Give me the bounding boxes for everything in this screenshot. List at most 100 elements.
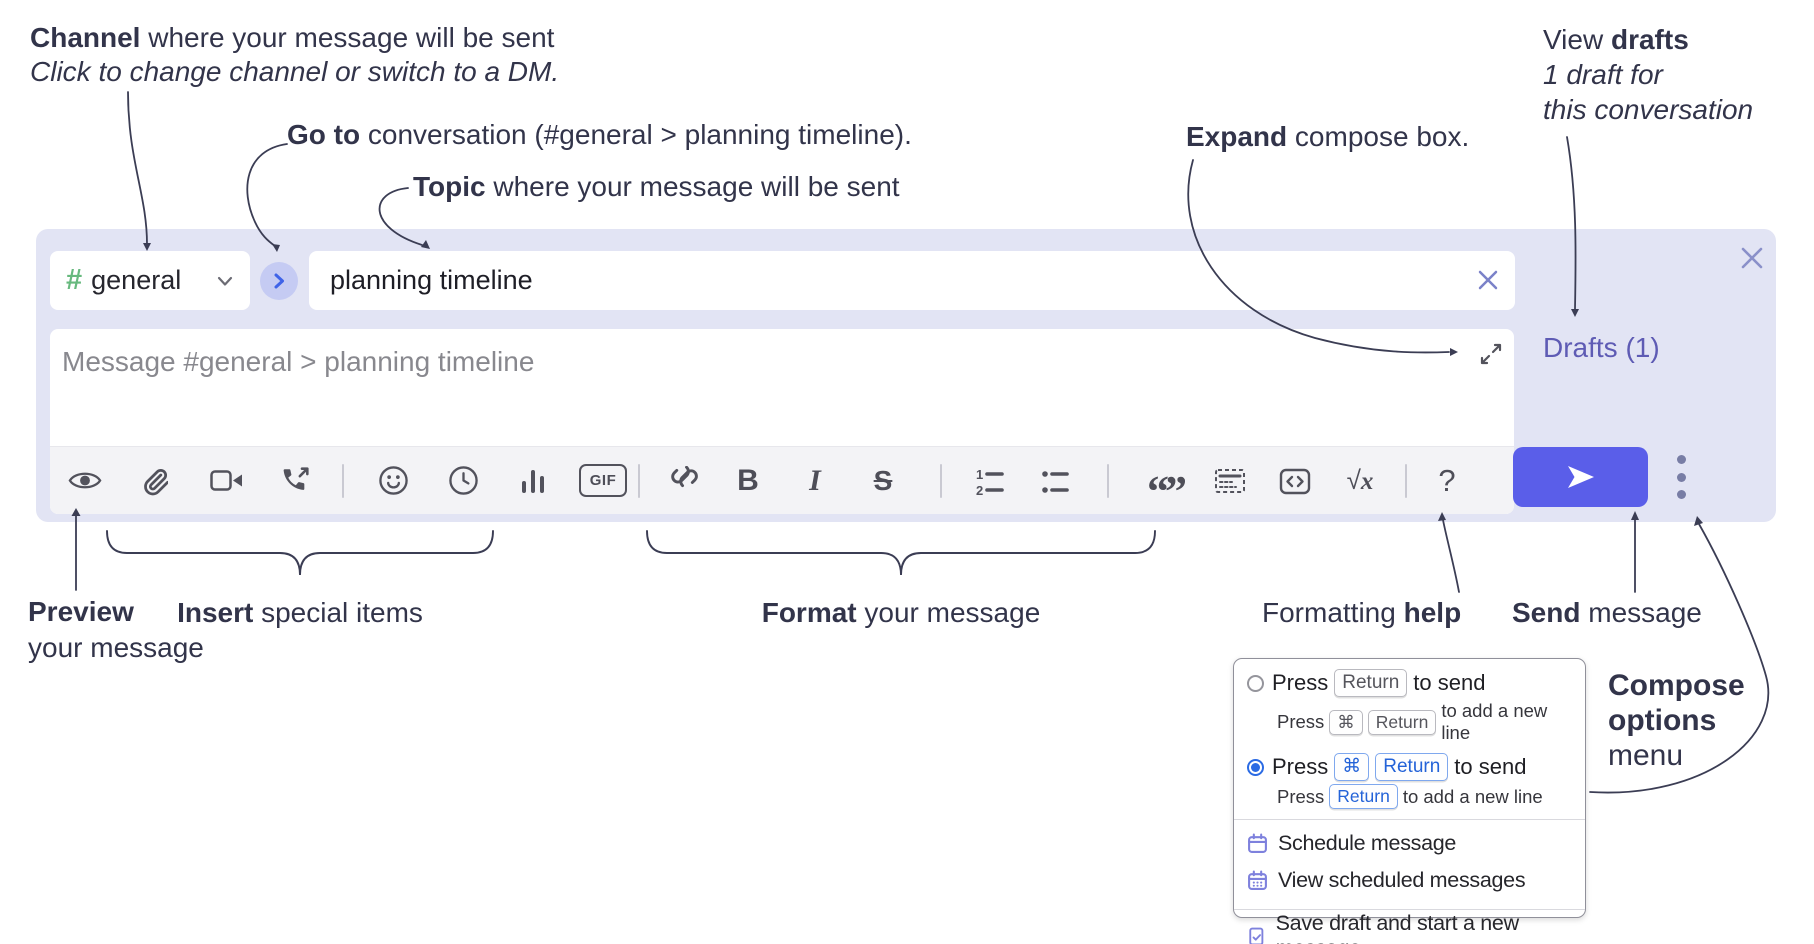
compose-box: # general planning timeline Message #gen… [36,229,1776,522]
popup-divider [1234,909,1585,910]
svg-text:1: 1 [976,467,983,482]
compose-options-line3: menu [1608,739,1684,772]
view-drafts-line3: this conversation [1543,94,1754,125]
compose-options-menu-button[interactable] [1672,455,1690,499]
emoji-icon[interactable] [376,464,410,498]
menu-item-save-draft[interactable]: Save draft and start a new message [1234,911,1585,944]
channel-selector[interactable]: # general [50,251,250,310]
format-annotation: Format your message [761,597,1041,628]
poll-icon[interactable] [516,464,550,498]
menu-item-label: Save draft and start a new message [1275,911,1519,944]
strikethrough-glyph: S [873,464,893,496]
quote-icon[interactable]: “” [1147,464,1187,516]
math-glyph: √x [1346,465,1374,495]
toolbar-divider [940,464,942,498]
expand-compose-icon[interactable] [1478,341,1504,367]
brace-format [646,530,1156,576]
return-key-chip: Return [1375,753,1449,781]
channel-annotation: Channel where your message will be sent [30,22,555,53]
compose-options-annotation: Compose options menu [1608,668,1745,773]
view-drafts-line1: View drafts [1543,24,1689,55]
video-call-icon[interactable] [210,464,244,498]
return-key-chip: Return [1367,709,1437,735]
help-glyph: ? [1438,462,1456,498]
message-placeholder: Message #general > planning timeline [62,346,535,377]
drafts-link[interactable]: Drafts (1) [1543,332,1660,363]
compose-options-line1: Compose [1608,669,1745,702]
spoiler-icon[interactable] [1213,464,1247,498]
quote-glyph: “” [1147,466,1187,516]
topic-input[interactable]: planning timeline [309,251,1515,310]
arrow-channel [127,91,148,245]
link-icon[interactable] [668,464,702,498]
cmd-key-chip: ⌘ [1334,753,1370,781]
clear-topic-icon[interactable] [1475,267,1501,293]
kebab-dot [1676,490,1686,499]
insert-annotation: Insert special items [177,597,423,628]
channel-name: general [91,265,182,295]
italic-glyph: I [809,463,821,497]
message-compose-area[interactable]: Message #general > planning timeline [50,329,1514,514]
bold-icon[interactable]: B [731,464,765,498]
go-to-conversation-button[interactable] [260,262,298,300]
expand-annotation: Expand compose box. [1186,121,1470,152]
compose-options-line2: options [1608,704,1717,737]
toolbar-divider [342,464,344,498]
calendar-icon [1248,833,1267,853]
svg-text:2: 2 [976,483,983,497]
menu-item-label: View scheduled messages [1278,868,1526,892]
gif-icon[interactable]: GIF [578,464,628,498]
message-formatting-help-icon[interactable]: ? [1430,462,1464,498]
italic-icon[interactable]: I [798,464,832,498]
global-time-icon[interactable] [446,464,480,498]
channel-hash-icon: # [66,264,83,296]
bulleted-list-icon[interactable] [1038,464,1072,498]
math-icon[interactable]: √x [1343,464,1377,498]
return-key-chip: Return [1334,669,1408,697]
brace-insert [106,530,494,576]
kebab-dot [1676,455,1686,464]
chevron-down-icon [214,270,236,292]
menu-item-schedule-message[interactable]: Schedule message [1234,825,1585,862]
view-drafts-annotation: View drafts 1 draft for this conversatio… [1543,22,1753,127]
preview-annotation-line1: Preview [28,596,134,627]
close-compose-icon[interactable] [1739,245,1765,271]
menu-item-view-scheduled[interactable]: View scheduled messages [1234,862,1585,899]
toolbar-divider [1107,464,1109,498]
strikethrough-icon[interactable]: S [866,464,900,498]
bold-glyph: B [737,463,759,497]
send-annotation: Send message [1512,597,1702,628]
arrow-formatting-help [1442,519,1460,593]
topic-annotation: Topic where your message will be sent [413,171,900,202]
chevron-right-icon [274,273,284,289]
attach-file-icon[interactable] [136,464,170,498]
channel-annotation-line2: Click to change channel or switch to a D… [30,56,560,87]
menu-item-label: Schedule message [1278,831,1457,855]
topic-value: planning timeline [330,265,533,295]
voice-call-icon[interactable] [278,464,312,498]
code-icon[interactable] [1278,464,1312,498]
kebab-dot [1676,472,1686,482]
return-key-chip: Return [1329,784,1398,809]
view-drafts-line2: 1 draft for [1543,59,1663,90]
preview-icon[interactable] [68,464,102,498]
calendar-grid-icon [1248,870,1267,890]
send-button[interactable] [1513,447,1648,507]
radio-enter-to-send[interactable] [1247,674,1264,692]
draft-document-icon [1249,927,1264,944]
radio-cmd-enter-to-send[interactable] [1247,758,1264,776]
cmd-key-chip: ⌘ [1329,709,1363,735]
send-icon [1567,466,1594,488]
toolbar-divider [638,464,640,498]
formatting-help-annotation: Formatting help [1262,597,1462,628]
